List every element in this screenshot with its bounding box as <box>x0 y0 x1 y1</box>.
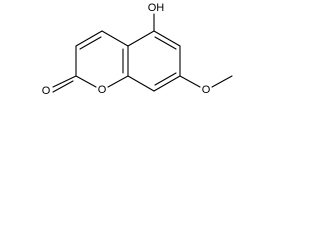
bond-c2-o-carbonyl-double <box>52 80 74 93</box>
bond-c5-c6 <box>153 30 181 47</box>
bond-c8-c8a <box>127 75 155 92</box>
bond-o1-c8a <box>107 75 129 88</box>
carbonyl-oxygen-label: O <box>42 85 51 97</box>
bond-c2-o-carbonyl <box>52 75 77 88</box>
bond-c2-o1 <box>75 75 97 88</box>
methoxy-group <box>179 75 233 88</box>
chemical-structure-diagram: OH O O O <box>42 2 233 97</box>
methoxy-oxygen-label: O <box>202 84 211 96</box>
pyranone-ring <box>75 30 129 88</box>
bond-o-methyl <box>211 75 233 88</box>
bond-c4-c3-double <box>79 36 102 50</box>
benzene-ring <box>122 30 181 92</box>
bond-c4a-c5 <box>127 30 155 47</box>
carbonyl-group <box>52 75 77 93</box>
bond-c7-c8-double <box>154 72 177 86</box>
bond-c7-c8 <box>153 75 181 92</box>
bond-c7-o-methoxy <box>179 75 201 88</box>
hydroxyl-label: OH <box>148 2 165 14</box>
bond-c5-c6-double <box>154 36 177 50</box>
ring-oxygen-label: O <box>98 84 107 96</box>
bond-c4-c4a <box>101 30 129 47</box>
bond-c4-c3 <box>75 30 103 47</box>
